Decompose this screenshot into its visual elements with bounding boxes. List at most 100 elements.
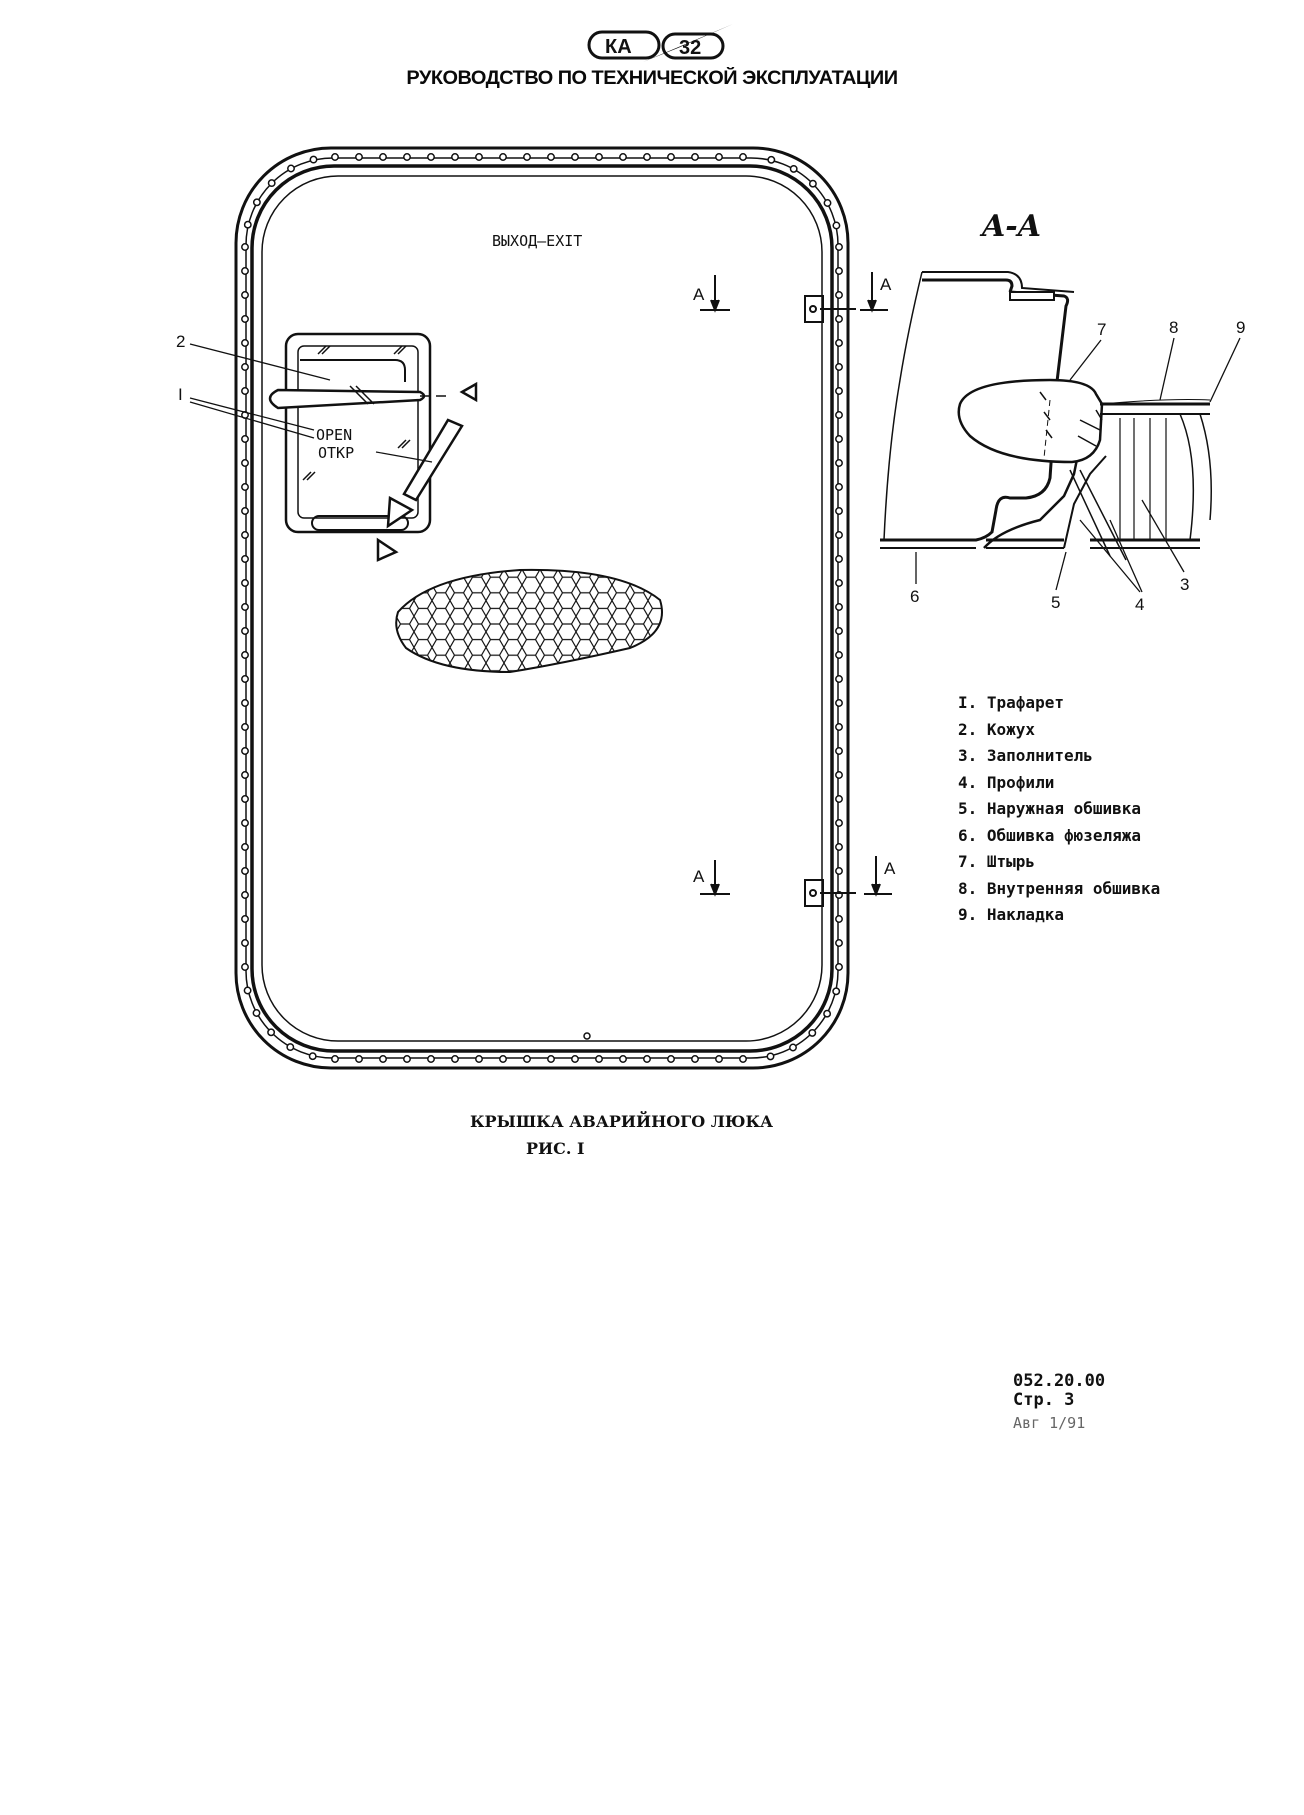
rivet <box>241 891 249 899</box>
figure-caption: КРЫШКА АВАРИЙНОГО ЛЮКА РИС. I <box>440 1112 774 1158</box>
rivet <box>241 795 249 803</box>
rivet <box>241 771 249 779</box>
rivet <box>619 1055 627 1063</box>
rivet <box>835 315 843 323</box>
rivet <box>379 153 387 161</box>
legend-item: 7. Штырь <box>958 852 1036 871</box>
rivet <box>789 1043 797 1052</box>
rivet <box>835 963 843 971</box>
figure-number: РИС. I <box>526 1139 585 1158</box>
rivet <box>835 819 843 827</box>
rivet <box>835 651 843 659</box>
callout-2-leader <box>189 343 331 381</box>
section-marker-label: A <box>693 285 705 304</box>
rivet <box>499 1055 507 1063</box>
rivet <box>832 987 841 996</box>
rivet <box>523 153 531 161</box>
rivet <box>241 723 249 731</box>
frame-rivets <box>241 153 843 1063</box>
legend-item: 8. Внутренняя обшивка <box>958 878 1161 898</box>
rivet <box>571 1055 579 1063</box>
legend-item: 5. Наружная обшивка <box>958 799 1142 818</box>
rivet <box>427 153 435 161</box>
rivet <box>835 291 843 299</box>
callout-5: 5 <box>1051 593 1060 612</box>
legend-item: 2. Кожух <box>958 719 1036 739</box>
rivet <box>243 220 252 229</box>
rivet <box>835 843 843 851</box>
rivet <box>835 699 843 707</box>
rivet <box>475 1055 483 1063</box>
callout-1-leader <box>189 397 315 431</box>
rivet <box>835 363 843 371</box>
rivet <box>835 795 843 803</box>
rivet <box>309 155 318 164</box>
honeycomb-filler <box>395 568 663 674</box>
rivet <box>619 153 627 161</box>
figure-title: КРЫШКА АВАРИЙНОГО ЛЮКА <box>470 1112 774 1131</box>
rivet <box>571 153 579 161</box>
rivet <box>835 771 843 779</box>
hinge-bottom <box>804 879 856 907</box>
rivet <box>241 843 249 851</box>
rivet <box>241 939 249 947</box>
rivet <box>667 1055 675 1063</box>
handle-housing <box>284 332 432 534</box>
rivet <box>835 747 843 755</box>
rivet <box>379 1055 387 1063</box>
callout-3-leader <box>1141 499 1185 573</box>
callout-2: 2 <box>176 332 185 351</box>
rivet <box>523 1055 531 1063</box>
ka-32-logo: КА 32 <box>583 22 743 70</box>
rivet <box>241 531 249 539</box>
rivet <box>715 153 723 161</box>
callout-5-leader <box>1055 551 1067 591</box>
rivet <box>835 267 843 275</box>
open-direction-arrow <box>376 418 464 562</box>
section-marker-label: A <box>884 859 896 878</box>
callout-4-leader <box>1079 519 1141 593</box>
rivet <box>739 1055 747 1063</box>
callout-1: I <box>178 385 183 404</box>
rivet <box>241 915 249 923</box>
rivet <box>835 339 843 347</box>
rivet <box>823 199 832 207</box>
rivet <box>287 164 295 173</box>
handle-text-leader <box>375 451 433 463</box>
callout-8-leader <box>1159 337 1175 401</box>
rivet <box>667 153 675 161</box>
rivet <box>451 153 459 161</box>
rivet <box>241 819 249 827</box>
rivet <box>403 1055 411 1063</box>
page-number: Стр. 3 <box>1013 1390 1075 1410</box>
rivet <box>241 315 249 323</box>
rivet <box>252 198 261 207</box>
rivet <box>808 179 817 188</box>
rivet <box>355 1055 363 1063</box>
rivet <box>835 723 843 731</box>
rivet <box>241 435 249 443</box>
section-marker-left-top <box>700 275 730 313</box>
handle-text-otkr: ОТКР <box>318 444 354 462</box>
rivet <box>835 603 843 611</box>
rivet <box>547 1055 555 1063</box>
hinge-top <box>804 295 856 323</box>
rivet <box>427 1055 435 1063</box>
rivet <box>808 1028 817 1037</box>
rivet <box>241 459 249 467</box>
section-marker-left-bottom <box>700 860 730 897</box>
rivet <box>241 267 249 275</box>
rivet <box>241 291 249 299</box>
rivet <box>241 555 249 563</box>
rivet <box>789 164 798 173</box>
callout-9: 9 <box>1236 318 1245 337</box>
legend-item: 9. Накладка <box>958 905 1064 924</box>
rivet <box>835 555 843 563</box>
rivet <box>835 483 843 491</box>
section-a-a-view <box>880 271 1212 561</box>
rivet <box>832 221 841 230</box>
document-info: 052.20.00 Стр. 3 Авг 1/91 <box>1013 1372 1105 1433</box>
section-marker-right-bottom <box>864 856 892 897</box>
rivet <box>547 153 555 161</box>
